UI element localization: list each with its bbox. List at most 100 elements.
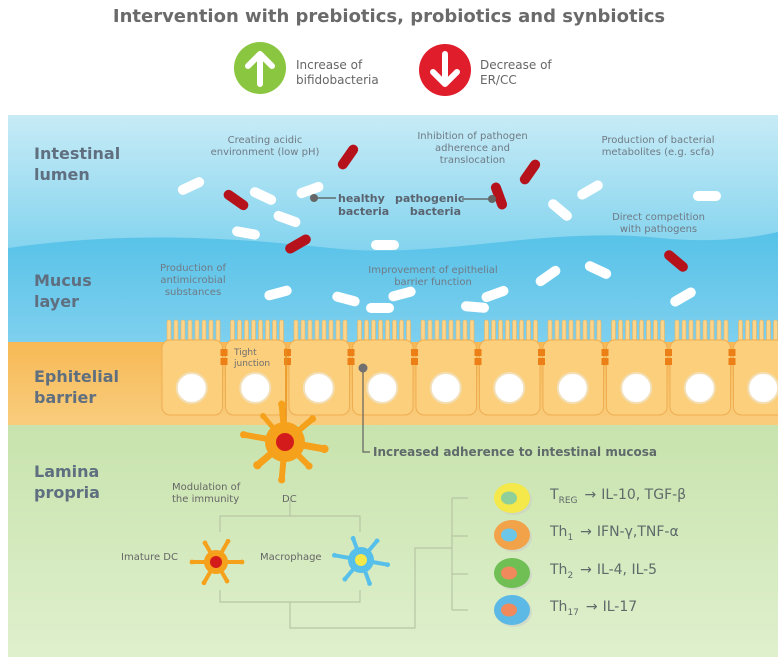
pathogenic-bacterium [519, 159, 541, 185]
layer-lamina-line1: Lamina [34, 462, 100, 481]
immune-tree-lines [219, 497, 468, 629]
legend-increase: Increase of bifidobacteria [296, 58, 379, 88]
th-cell [494, 558, 532, 590]
th-main: T [550, 487, 559, 503]
epithelial-cell [728, 319, 778, 416]
layer-mucus-line2: layer [34, 292, 79, 311]
th-label-row: TREG →IL-10, TGF-β [550, 487, 686, 506]
epithelial-cell [161, 319, 223, 416]
layer-lumen-line1: Intestinal [34, 144, 121, 163]
adherence-pointer [358, 363, 370, 453]
lumen-band [8, 115, 778, 260]
note-tight-line2: junction [234, 359, 271, 369]
increase-icon [234, 42, 286, 94]
label-modulation: Modulation of the immunity [172, 482, 240, 506]
note-epithelial-line1: Improvement of epithelial [368, 265, 498, 276]
th-sub: 2 [567, 571, 574, 581]
healthy-bacterium [177, 177, 205, 195]
note-antimicrobial-line1: Production of [159, 263, 227, 274]
legend-increase-line2: bifidobacteria [296, 73, 379, 87]
macrophage-cell [332, 535, 390, 586]
th-arrow: → [580, 524, 592, 540]
th-main: Th [550, 524, 568, 540]
th-cytokines: IFN-γ,TNF-α [596, 524, 679, 540]
label-modulation-line1: Modulation of [172, 482, 241, 493]
label-imature-dc: Imature DC [121, 552, 178, 563]
th-sub: REG [558, 496, 578, 506]
pathogenic-bacterium [337, 144, 359, 170]
legend-decrease: Decrease of ER/CC [480, 58, 552, 88]
note-epithelial: Improvement of epithelial barrier functi… [358, 265, 508, 289]
healthy-bacterium [535, 265, 561, 287]
note-acidic-line1: Creating acidic [227, 135, 303, 146]
dendritic-cell [240, 400, 329, 484]
note-tight-line1: Tight [234, 348, 257, 358]
note-antimicrobial-line3: substances [164, 287, 222, 298]
th-cell [494, 483, 532, 515]
th-cytokines: IL-4, IL-5 [596, 562, 658, 578]
note-metabolites-line2: metabolites (e.g. scfa) [601, 147, 715, 158]
mucus-band [8, 232, 778, 345]
layer-barrier-line2: barrier [34, 388, 97, 407]
th-cytokines: IL-17 [602, 599, 638, 615]
healthy-bacterium [232, 226, 260, 240]
note-adherence: Increased adherence to intestinal mucosa [373, 445, 657, 459]
epithelial-cell [284, 319, 350, 416]
th-arrow: → [585, 599, 598, 615]
healthy-bacterium [332, 291, 360, 307]
pathogenic-bacterium [223, 189, 249, 211]
healthy-bacterium [296, 181, 324, 199]
th-sub: 17 [567, 608, 579, 618]
th-arrow: → [584, 487, 597, 503]
label-dc: DC [282, 494, 297, 505]
th-arrow: → [580, 562, 592, 578]
layer-barrier-line1: Ephitelial [34, 367, 120, 386]
note-metabolites: Production of bacterial metabolites (e.g… [588, 135, 728, 159]
layer-mucus-line1: Mucus [34, 271, 92, 290]
label-macrophage: Macrophage [260, 552, 322, 563]
note-tight-junction: Tight junction [234, 348, 270, 370]
layer-lumen-label: Intestinal lumen [34, 143, 120, 185]
epithelial-cell [411, 319, 477, 416]
diagram-title: Intervention with prebiotics, probiotics… [112, 6, 666, 27]
epithelial-cell [347, 319, 414, 416]
note-inhibition: Inhibition of pathogen adherence and tra… [400, 131, 545, 167]
note-competition: Direct competition with pathogens [596, 212, 721, 236]
healthy-bacterium [249, 187, 277, 205]
pathogenic-pointer [462, 195, 496, 203]
th-sub: 1 [567, 533, 574, 543]
healthy-bacterium [366, 303, 394, 313]
layer-mucus-label: Mucus layer [34, 270, 92, 312]
note-metabolites-line1: Production of bacterial [601, 135, 715, 146]
note-antimicrobial: Production of antimicrobial substances [148, 263, 238, 299]
healthy-bacterium [577, 180, 603, 200]
epithelial-cells [161, 319, 778, 416]
th-cells-group [494, 483, 532, 627]
th-cytokines: IL-10, TGF-β [601, 487, 687, 503]
epithelial-cell [665, 319, 731, 416]
layer-lamina-label: Lamina propria [34, 461, 100, 503]
note-competition-line2: with pathogens [619, 224, 698, 235]
label-pathogenic-line1: pathogenic [395, 192, 465, 205]
healthy-bacterium [461, 301, 489, 313]
pathogenic-bacterium [285, 234, 311, 254]
label-healthy-line1: healthy [338, 192, 385, 205]
healthy-bacterium [548, 199, 572, 221]
legend-decrease-line2: ER/CC [480, 73, 517, 87]
label-modulation-line2: the immunity [172, 494, 240, 505]
decrease-icon [419, 44, 471, 96]
note-inhibition-line1: Inhibition of pathogen [417, 131, 528, 142]
layer-lamina-line2: propria [34, 483, 100, 502]
th-main: Th [550, 599, 568, 615]
th-label-row: Th2→IL-4, IL-5 [550, 562, 657, 581]
note-acidic: Creating acidic environment (low pH) [200, 135, 330, 159]
th-label-row: Th17 →IL-17 [550, 599, 637, 618]
healthy-bacterium [481, 285, 509, 303]
healthy-pointer [310, 194, 336, 202]
label-pathogenic-line2: bacteria [409, 205, 461, 218]
note-epithelial-line2: barrier function [394, 277, 472, 288]
bacteria-group [177, 144, 721, 313]
note-competition-line1: Direct competition [612, 212, 705, 223]
